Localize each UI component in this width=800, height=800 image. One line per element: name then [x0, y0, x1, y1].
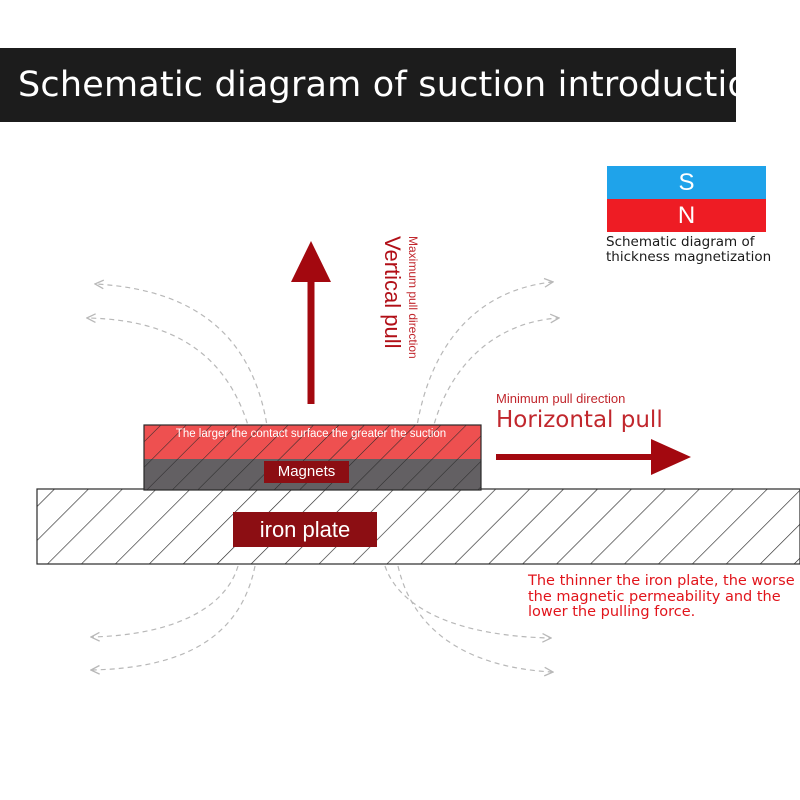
magnets-label: Magnets — [264, 461, 349, 483]
contact-surface-text: The larger the contact surface the great… — [175, 428, 447, 440]
horizontal-pull-arrow — [496, 439, 691, 475]
legend-south-pole: S — [607, 166, 766, 199]
field-line-lower-left-inner — [92, 565, 239, 637]
vertical-pull-label: Maximum pull direction Vertical pull — [362, 236, 422, 416]
legend-caption: Schematic diagram of thickness magnetiza… — [606, 234, 772, 265]
field-line-lower-right-inner — [384, 565, 550, 638]
vertical-pull-text: Vertical pull — [380, 236, 405, 349]
minimum-pull-direction-text: Minimum pull direction — [496, 391, 626, 406]
thin-plate-note: The thinner the iron plate, the worse th… — [528, 573, 795, 620]
field-line-upper-right-inner — [431, 318, 558, 433]
horizontal-pull-text: Horizontal pull — [496, 407, 663, 433]
vertical-pull-arrow — [291, 241, 331, 404]
title-bar: Schematic diagram of suction introductio… — [0, 48, 771, 122]
iron-plate — [36, 488, 800, 565]
field-line-lower-left-outer — [92, 565, 256, 670]
iron-plate-label: iron plate — [233, 512, 377, 547]
legend-north-pole: N — [607, 199, 766, 232]
field-lines — [88, 282, 558, 672]
field-line-upper-right-outer — [415, 282, 552, 433]
field-line-lower-right-outer — [397, 565, 552, 672]
field-line-upper-left-outer — [96, 284, 269, 433]
page-title: Schematic diagram of suction introductio… — [18, 65, 772, 105]
field-line-upper-left-inner — [88, 318, 251, 433]
maximum-pull-direction-text: Maximum pull direction — [406, 236, 420, 359]
